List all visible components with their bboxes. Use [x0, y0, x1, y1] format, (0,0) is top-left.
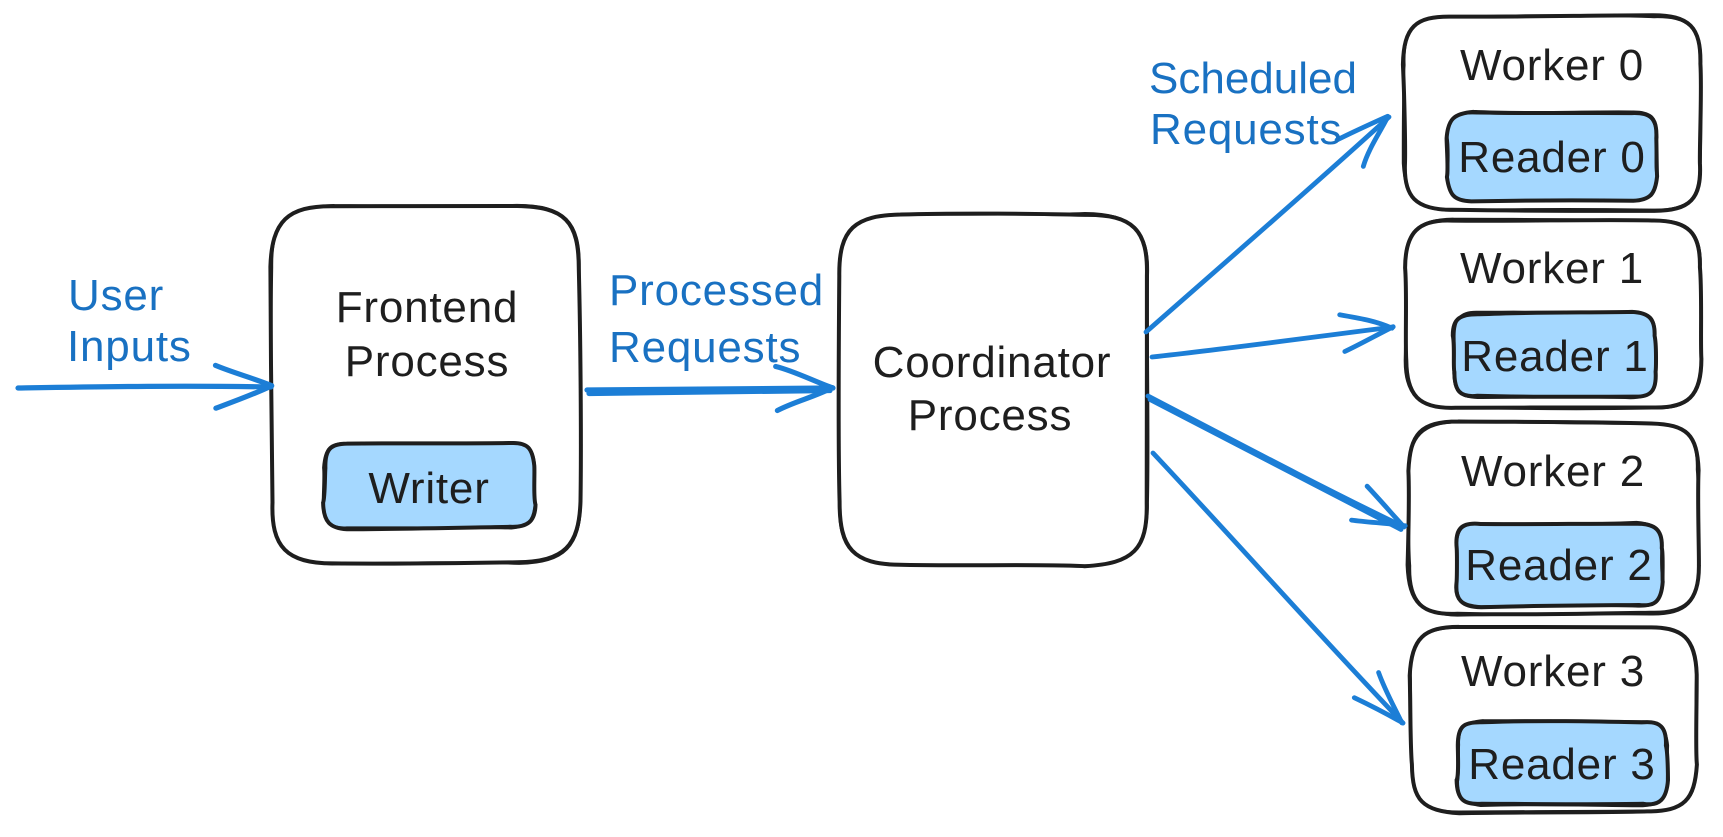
svg-text:User: User — [68, 271, 164, 320]
svg-text:Frontend: Frontend — [336, 283, 519, 332]
svg-text:Scheduled: Scheduled — [1149, 54, 1357, 103]
svg-text:Reader 2: Reader 2 — [1465, 541, 1652, 590]
svg-text:Reader 1: Reader 1 — [1461, 332, 1648, 381]
svg-text:Writer: Writer — [368, 464, 489, 513]
svg-text:Worker 3: Worker 3 — [1461, 647, 1645, 696]
svg-text:Reader 3: Reader 3 — [1468, 740, 1655, 789]
svg-text:Reader 0: Reader 0 — [1458, 133, 1645, 182]
svg-text:Coordinator: Coordinator — [873, 338, 1112, 387]
svg-text:Process: Process — [908, 391, 1073, 440]
svg-text:Requests: Requests — [609, 323, 801, 372]
svg-text:Inputs: Inputs — [67, 322, 192, 371]
svg-text:Requests: Requests — [1150, 105, 1342, 154]
svg-text:Worker 2: Worker 2 — [1461, 447, 1645, 496]
svg-text:Worker 0: Worker 0 — [1460, 41, 1644, 90]
svg-text:Worker 1: Worker 1 — [1460, 244, 1644, 293]
svg-text:Processed: Processed — [609, 266, 824, 315]
svg-text:Process: Process — [345, 337, 510, 386]
